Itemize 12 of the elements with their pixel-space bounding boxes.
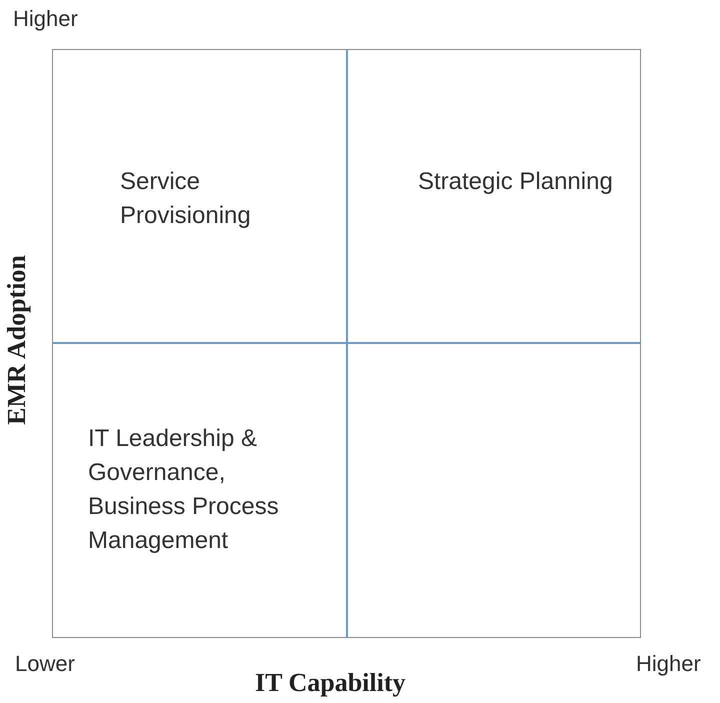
axis-tick-label: Higher	[13, 6, 78, 32]
quadrant-label: Service Provisioning	[120, 167, 252, 231]
axis-tick-label: Higher	[636, 651, 701, 677]
quadrant	[52, 49, 347, 343]
axis-tick-label: Lower	[15, 651, 75, 677]
quadrant	[347, 343, 641, 638]
quadrant-label: Strategic Planning	[418, 167, 614, 197]
axis-title: IT Capability	[255, 668, 406, 698]
axis-title: EMR Adoption	[2, 255, 32, 425]
quadrant	[347, 49, 641, 343]
quadrant-label: IT Leadership & Governance, Business Process Management	[88, 424, 280, 556]
quadrant	[52, 343, 347, 638]
